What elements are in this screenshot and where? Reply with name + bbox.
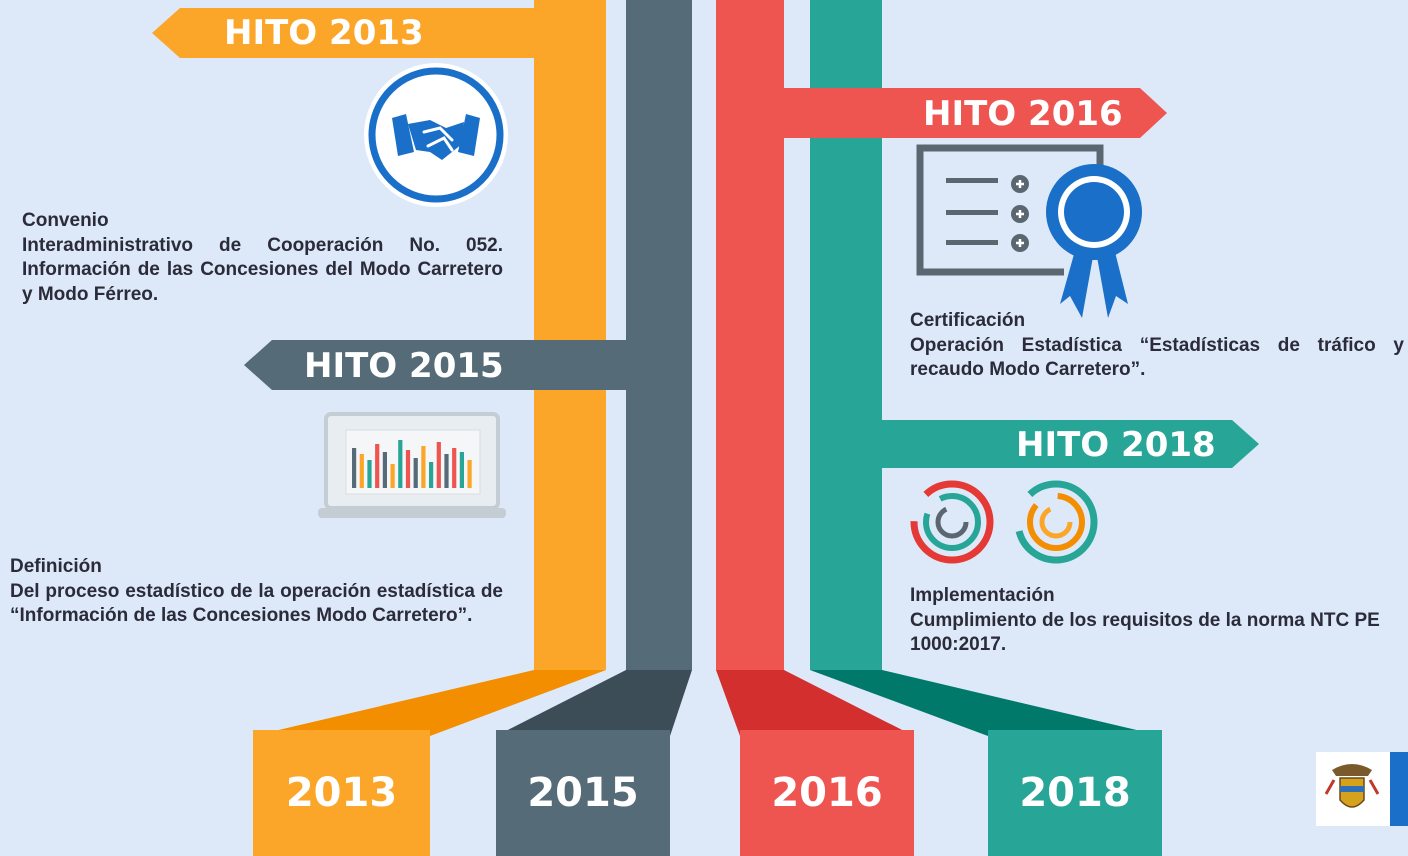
milestone-2015-description: Definición Del proceso estadístico de la… xyxy=(10,555,503,629)
milestone-2015-title: Definición xyxy=(10,556,102,577)
laptop-chart-bar xyxy=(390,464,395,488)
hito-2015-banner-shape xyxy=(244,340,626,390)
laptop-chart-bar xyxy=(444,454,449,488)
hito-2016-label: HITO 2016 xyxy=(923,94,1123,134)
laptop-chart-bars xyxy=(352,440,472,488)
laptop-chart-bar xyxy=(429,462,434,488)
laptop-chart-bar xyxy=(398,440,403,488)
laptop-chart-bar xyxy=(367,460,372,488)
ribbon-2016 xyxy=(716,0,784,670)
ribbon-2015 xyxy=(626,0,692,670)
handshake-icon xyxy=(364,63,508,207)
milestone-2016-description: Certificación Operación Estadística “Est… xyxy=(910,309,1404,383)
hito-2018-banner-shape xyxy=(882,420,1259,468)
laptop-chart-bar xyxy=(459,452,464,488)
milestone-2016-text: Operación Estadística “Estadísticas de t… xyxy=(910,334,1404,381)
milestone-2013-text: Interadministrativo de Cooperación No. 0… xyxy=(22,234,503,305)
milestone-2018-title: Implementación xyxy=(910,585,1055,606)
laptop-chart-bar xyxy=(375,444,380,488)
laptop-chart-bar xyxy=(452,448,457,488)
milestone-2016-title: Certificación xyxy=(910,310,1026,331)
milestone-2015-text: Del proceso estadístico de la operación … xyxy=(10,580,503,627)
milestone-2013-description: Convenio Interadministrativo de Cooperac… xyxy=(22,209,503,307)
hito-2016-banner-shape xyxy=(784,88,1167,138)
year-block-2018: 2018 xyxy=(988,730,1162,856)
ribbon-2015-fold xyxy=(496,670,692,736)
hito-2013-label: HITO 2013 xyxy=(224,13,424,53)
year-block-2016: 2016 xyxy=(740,730,914,856)
year-block-2015: 2015 xyxy=(496,730,670,856)
hito-2013-banner-shape xyxy=(152,8,534,58)
laptop-chart-bar xyxy=(421,446,426,488)
laptop-chart-bar xyxy=(405,450,411,488)
circular-arrows-icon xyxy=(910,480,1098,564)
ribbon-2016-fold xyxy=(716,670,914,736)
laptop-chart-bar xyxy=(359,454,364,488)
ribbon-2013-fold xyxy=(253,670,606,736)
laptop-chart-bar xyxy=(413,458,418,488)
milestone-2018-description: Implementación Cumplimiento de los requi… xyxy=(910,584,1380,658)
laptop-chart-bar xyxy=(467,460,472,488)
year-block-2013: 2013 xyxy=(253,730,430,856)
laptop-chart-bar xyxy=(352,448,357,488)
laptop-chart-bar xyxy=(382,452,387,488)
ribbon-2018-fold xyxy=(810,670,1162,736)
hito-2015-label: HITO 2015 xyxy=(304,346,504,386)
milestone-2018-text: Cumplimiento de los requisitos de la nor… xyxy=(910,609,1380,656)
hito-2018-label: HITO 2018 xyxy=(1016,425,1216,465)
certificate-ribbon-icon xyxy=(916,144,1142,318)
milestone-2013-title: Convenio xyxy=(22,210,109,231)
ribbon-2013 xyxy=(534,0,606,670)
coat-of-arms-icon xyxy=(1316,752,1408,826)
laptop-chart-bar xyxy=(436,442,441,488)
